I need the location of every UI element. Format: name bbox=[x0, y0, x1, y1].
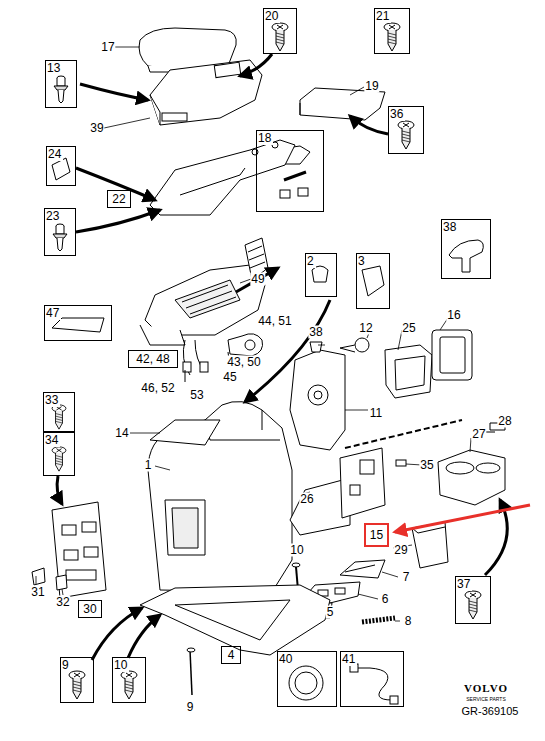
callout-number: 35 bbox=[419, 459, 434, 472]
callout-number: 24 bbox=[47, 147, 63, 161]
callout-number: 1 bbox=[144, 459, 153, 472]
part-icon-box: 40 bbox=[277, 651, 337, 707]
callout-number: 14 bbox=[114, 427, 129, 440]
part-icon-box: 37 bbox=[455, 576, 491, 624]
callout-number: 18 bbox=[257, 131, 273, 145]
part-icon-box: 20 bbox=[263, 8, 297, 54]
part-icon-box: 2 bbox=[305, 253, 337, 297]
callout-number: 9 bbox=[186, 701, 195, 714]
callout-number: 6 bbox=[381, 593, 390, 606]
part-icon-box: 23 bbox=[44, 208, 76, 256]
callout-number: 27 bbox=[471, 428, 486, 441]
callout-number: 16 bbox=[446, 309, 461, 322]
callout-number: 47 bbox=[45, 306, 61, 320]
callout-number: 34 bbox=[44, 433, 60, 447]
part-icon-box: 38 bbox=[441, 219, 491, 279]
brand-logo: VOLVO bbox=[463, 682, 509, 695]
callout-number: 5 bbox=[326, 606, 335, 619]
callout-number: 19 bbox=[364, 80, 379, 93]
callout-box: 42, 48 bbox=[128, 350, 178, 368]
callout-number: 32 bbox=[55, 596, 70, 609]
callout-number: 25 bbox=[401, 322, 416, 335]
callout-number: 22 bbox=[112, 193, 125, 206]
callout-number: 30 bbox=[83, 603, 96, 616]
callout-number: 36 bbox=[389, 107, 405, 121]
callout-number: 11 bbox=[369, 407, 383, 420]
part-icon-box: 33 bbox=[43, 392, 75, 432]
callout-number: 2 bbox=[306, 254, 316, 268]
callout-number: 40 bbox=[278, 652, 294, 666]
callout-number: 53 bbox=[189, 389, 204, 402]
callout-number: 23 bbox=[45, 209, 61, 223]
callout-number: 45 bbox=[222, 371, 237, 384]
brand-subtitle: SERVICE PARTS bbox=[465, 696, 506, 702]
part-icon-box: 36 bbox=[388, 106, 424, 154]
part-icon-box: 41 bbox=[340, 651, 404, 707]
part-icon-box: 3 bbox=[356, 253, 390, 309]
callout-number: 33 bbox=[44, 393, 60, 407]
part-icon-box: 10 bbox=[112, 657, 146, 703]
callout-number: 39 bbox=[89, 122, 104, 135]
part-icon-box: 18 bbox=[256, 130, 324, 212]
part-icon-box: 47 bbox=[44, 305, 112, 341]
callout-box: 15 bbox=[364, 523, 389, 547]
callout-number: 44, 51 bbox=[257, 315, 292, 328]
callout-number: 26 bbox=[299, 493, 314, 506]
part-icon-box: 24 bbox=[46, 146, 76, 186]
callout-number: 12 bbox=[358, 322, 373, 335]
callout-number: 9 bbox=[61, 658, 71, 672]
callout-number: 43, 50 bbox=[226, 356, 261, 369]
callout-number: 17 bbox=[100, 41, 115, 54]
callout-number: 38 bbox=[308, 326, 323, 339]
callout-number: 41 bbox=[341, 652, 357, 666]
callout-number: 8 bbox=[404, 615, 413, 628]
part-icon-box: 34 bbox=[43, 432, 75, 476]
callout-number: 42, 48 bbox=[136, 353, 169, 366]
callout-number: 46, 52 bbox=[140, 382, 175, 395]
callout-number: 13 bbox=[46, 61, 62, 75]
callout-number: 49 bbox=[250, 273, 265, 286]
callout-number: 31 bbox=[30, 586, 45, 599]
callout-number: 10 bbox=[289, 544, 304, 557]
callout-box: 30 bbox=[78, 600, 102, 618]
callout-number: 15 bbox=[370, 529, 383, 542]
callout-number: 4 bbox=[228, 649, 235, 662]
callout-number: 7 bbox=[402, 571, 411, 584]
callout-number: 10 bbox=[113, 658, 129, 672]
part-icon-box: 21 bbox=[374, 8, 410, 54]
callout-box: 22 bbox=[107, 190, 131, 208]
callout-number: 3 bbox=[357, 254, 367, 268]
callout-number: 37 bbox=[456, 577, 472, 591]
callout-number: 38 bbox=[442, 220, 458, 234]
callout-number: 29 bbox=[393, 544, 408, 557]
callout-box: 4 bbox=[221, 646, 241, 664]
callout-number: 21 bbox=[375, 9, 391, 23]
callout-number: 28 bbox=[497, 415, 512, 428]
part-icon-box: 9 bbox=[60, 657, 94, 703]
part-icon-box: 13 bbox=[45, 60, 77, 108]
callout-number: 20 bbox=[264, 9, 280, 23]
drawing-number: GR-369105 bbox=[461, 705, 520, 718]
